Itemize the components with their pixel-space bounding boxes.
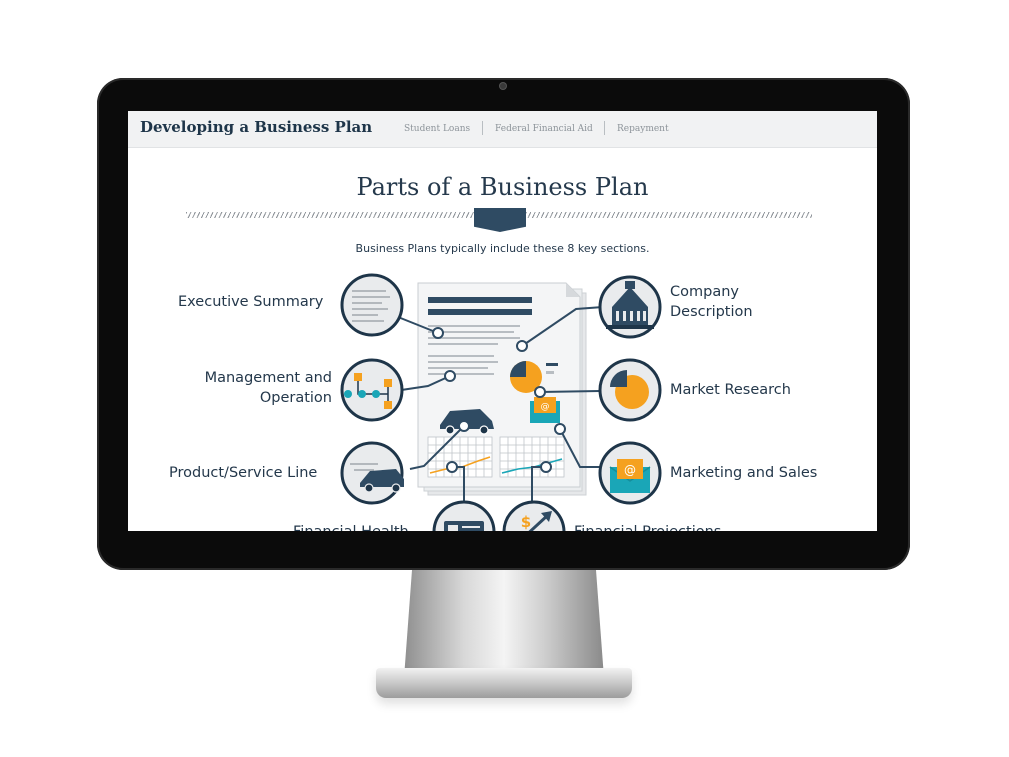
connector-nodes	[432, 327, 566, 473]
svg-text:@: @	[624, 463, 636, 477]
camera-icon	[500, 83, 506, 89]
org-chart-icon[interactable]	[340, 358, 404, 422]
svg-text:@: @	[541, 402, 550, 412]
car-icon[interactable]	[340, 441, 404, 505]
label-company-description: Company Description	[670, 284, 753, 320]
monitor-base	[376, 668, 632, 698]
label-market-research: Market Research	[670, 382, 791, 398]
label-financial-health: Financial Health	[293, 522, 409, 531]
label-executive-summary: Executive Summary	[178, 294, 324, 310]
nav-divider	[482, 121, 483, 135]
screen: Developing a Business Plan Student Loans…	[128, 111, 877, 531]
label-product-service-line: Product/Service Line	[169, 465, 318, 481]
label-management-operation: Management and Operation	[204, 370, 332, 406]
label-marketing-sales: Marketing and Sales	[670, 465, 818, 481]
monitor-stand	[404, 570, 604, 678]
label-financial-projections: Financial Projections	[574, 522, 721, 531]
page-title: Parts of a Business Plan	[356, 173, 649, 201]
text-lines-icon[interactable]	[340, 273, 404, 337]
nav-link-repayment[interactable]: Repayment	[617, 124, 669, 134]
site-title[interactable]: Developing a Business Plan	[140, 118, 373, 136]
intro-text: Business Plans typically include these 8…	[355, 242, 650, 255]
divider-tab	[474, 208, 526, 232]
id-card-icon[interactable]	[432, 500, 496, 531]
nav-divider	[604, 121, 605, 135]
dollar-growth-icon[interactable]: $	[502, 500, 566, 531]
pie-chart-icon[interactable]	[598, 358, 662, 422]
business-plan-diagram: @	[340, 273, 662, 531]
document-stack: @	[417, 282, 587, 496]
building-icon[interactable]	[598, 275, 662, 339]
email-icon[interactable]: @	[598, 441, 662, 505]
nav-link-student-loans[interactable]: Student Loans	[404, 124, 471, 134]
top-nav-bar: Developing a Business Plan Student Loans…	[128, 111, 877, 148]
svg-text:$: $	[521, 513, 531, 531]
nav-link-federal-financial-aid[interactable]: Federal Financial Aid	[495, 124, 593, 134]
